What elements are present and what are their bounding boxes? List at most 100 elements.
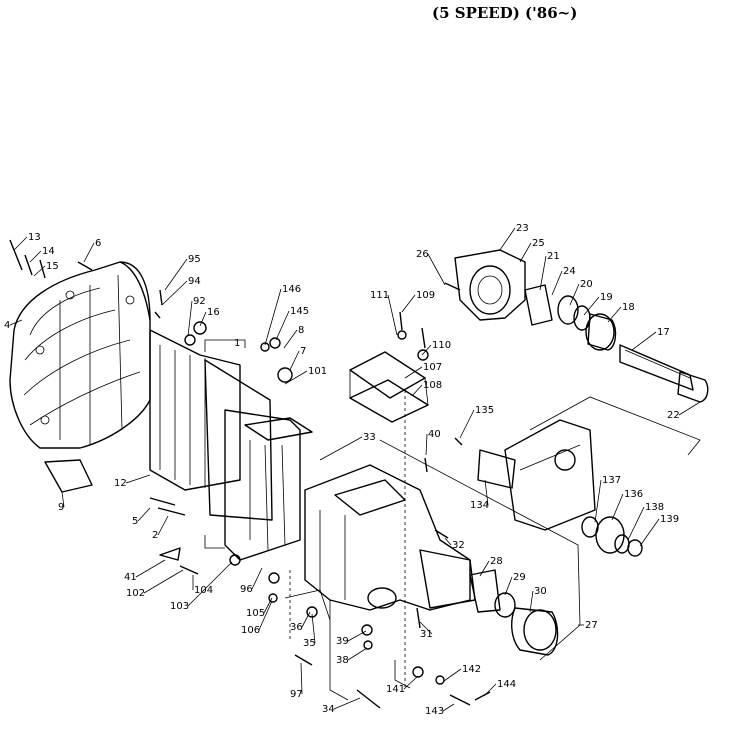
leader-111 [387,294,398,336]
rear-seal-parts [469,569,559,656]
callout-19: 19 [600,292,613,303]
callout-97: 97 [290,689,303,700]
callout-39: 39 [336,636,349,647]
leader-36 [301,611,311,628]
callout-40: 40 [428,429,441,440]
callout-5: 5 [132,516,138,527]
leader-95 [164,258,188,291]
leader-141 [403,675,419,690]
callout-102: 102 [126,588,145,599]
leader-13 [13,236,28,251]
leader-5 [137,507,151,522]
leader-138 [627,506,645,541]
leader-19 [583,296,600,316]
leader-34 [333,697,361,710]
leader-38 [347,647,368,661]
callout-138: 138 [645,502,664,513]
leader-26 [427,253,446,286]
leader-29 [504,576,513,596]
transmission-case [149,329,313,561]
callout-7: 7 [300,346,306,357]
leader-6 [83,242,95,263]
leader-17 [631,331,657,351]
callout-4: 4 [4,320,10,331]
callout-12: 12 [114,478,127,489]
callout-144: 144 [497,679,516,690]
leader-134 [484,479,489,506]
leader-33 [319,436,363,461]
callout-22: 22 [667,410,680,421]
callout-145: 145 [290,306,309,317]
callout-13: 13 [28,232,41,243]
bell-housing [9,261,151,449]
callout-27: 27 [585,620,598,631]
callout-16: 16 [207,307,220,318]
callout-111: 111 [370,290,389,301]
callout-106: 106 [241,625,260,636]
leader-105 [263,597,273,614]
leader-20 [569,283,580,306]
callout-32: 32 [452,540,465,551]
callout-17: 17 [657,327,670,338]
callout-107: 107 [423,362,442,373]
leader-7 [289,350,300,371]
callout-109: 109 [416,290,435,301]
output-shaft-assembly [557,295,709,403]
callout-28: 28 [490,556,503,567]
callout-143: 143 [425,706,444,717]
leader-28 [479,560,490,577]
leader-23 [499,227,516,251]
leader-146 [264,288,282,346]
leader-39 [347,630,367,642]
diagram-title: (5 SPEED) ('86~) [432,4,578,22]
callout-26: 26 [416,249,429,260]
leader-106 [258,600,273,631]
callout-110: 110 [432,340,451,351]
callout-41: 41 [124,572,137,583]
leader-143 [442,703,455,712]
leader-145 [275,310,290,341]
leader-101 [284,370,308,385]
leader-102 [143,569,184,594]
leader-94 [161,280,188,306]
callout-15: 15 [46,261,59,272]
leader-30 [529,590,534,613]
callout-134: 134 [470,500,489,511]
leader-22 [678,401,701,416]
leader-32 [444,537,452,546]
callout-25: 25 [532,238,545,249]
callout-142: 142 [462,664,481,675]
leader-41 [135,559,166,578]
callout-104: 104 [194,585,213,596]
callout-139: 139 [660,514,679,525]
side-case [477,396,701,557]
leader-137 [594,479,602,523]
leader-108 [411,384,423,397]
callout-108: 108 [423,380,442,391]
callout-105: 105 [246,608,265,619]
leader-96 [251,567,263,590]
callout-94: 94 [188,276,201,287]
callout-137: 137 [602,475,621,486]
callout-135: 135 [475,405,494,416]
leader-4 [9,319,23,326]
top-cover [349,351,429,423]
leader-2 [157,515,169,536]
leader-40 [425,433,428,456]
callout-8: 8 [298,325,304,336]
callout-146: 146 [282,284,301,295]
callout-36: 36 [290,622,303,633]
callout-9: 9 [58,502,64,513]
leader-136 [611,493,624,521]
leader-109 [401,294,416,313]
leader-25 [519,242,532,263]
callout-95: 95 [188,254,201,265]
leader-31 [419,621,433,635]
leader-144 [483,683,497,697]
leader-21 [539,255,547,291]
callout-2: 2 [152,530,158,541]
leader-35 [311,613,316,644]
extension-housing [304,464,476,611]
